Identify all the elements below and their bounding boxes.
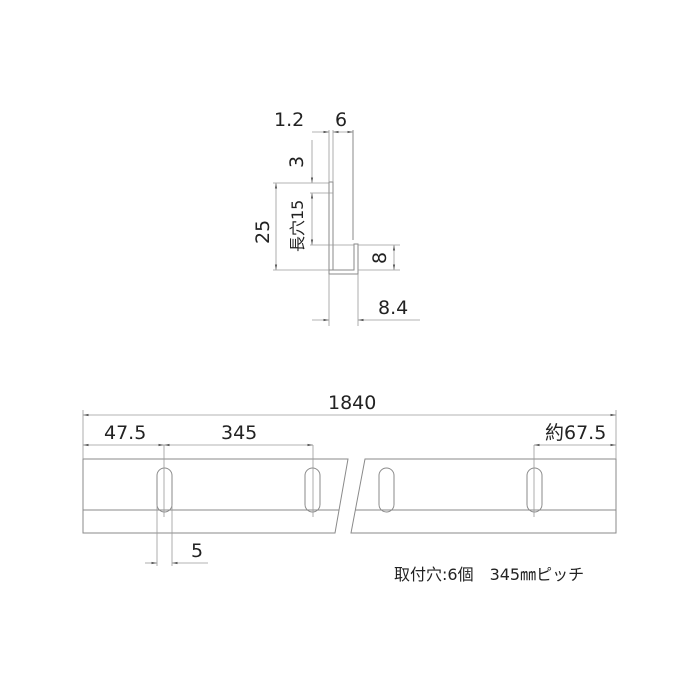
dim-last-hole: 約67.5 — [545, 422, 606, 444]
dim-bottom-width: 8.4 — [378, 297, 408, 319]
dim-first-hole: 47.5 — [104, 422, 146, 444]
slot-hole — [304, 467, 321, 513]
front-view: 1840 47.5 345 約67.5 5 — [82, 392, 617, 566]
dim-lip-height: 8 — [369, 252, 391, 264]
profile-wall — [329, 181, 334, 270]
dim-flange-width: 6 — [335, 109, 347, 131]
slot-hole — [156, 467, 173, 513]
slot-hole — [526, 467, 543, 513]
slot-hole — [378, 467, 395, 513]
rail-left-segment — [82, 458, 349, 534]
dim-slot-width: 5 — [191, 540, 203, 562]
mounting-note: 取付穴:6個 345㎜ピッチ — [394, 565, 584, 584]
profile-view: 1.2 6 3 長穴15 25 8 8.4 — [252, 109, 420, 326]
dim-thickness: 1.2 — [274, 109, 304, 131]
dim-pitch: 345 — [221, 422, 257, 444]
dim-total-length: 1840 — [328, 392, 376, 414]
dim-top-offset: 3 — [286, 156, 308, 168]
rail-right-segment — [350, 458, 617, 534]
dim-total-height: 25 — [252, 220, 274, 244]
dim-slot-length: 長穴15 — [288, 200, 307, 252]
